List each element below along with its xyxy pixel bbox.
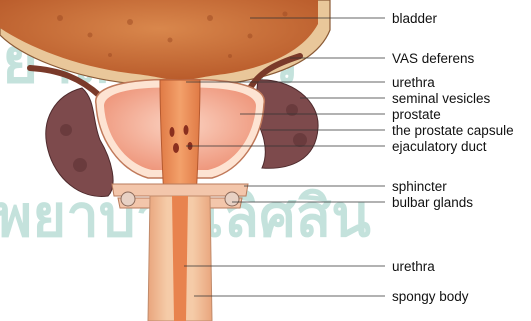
urethra-shape — [160, 80, 200, 200]
label-bulbar-glands: bulbar glands — [392, 195, 473, 210]
label-ejaculatory-duct: ejaculatory duct — [392, 139, 487, 154]
label-prostate: prostate — [392, 107, 441, 122]
spongy-body-shape — [148, 196, 212, 321]
label-sphincter: sphincter — [392, 179, 447, 194]
label-spongy-body: spongy body — [392, 289, 469, 304]
label-urethra-upper: urethra — [392, 75, 435, 90]
label-prostate-capsule: the prostate capsule — [392, 123, 514, 138]
label-vas-deferens: VAS deferens — [392, 51, 475, 66]
label-urethra-lower: urethra — [392, 259, 435, 274]
label-bladder: bladder — [392, 11, 438, 26]
label-seminal-vesicles: seminal vesicles — [392, 91, 491, 106]
